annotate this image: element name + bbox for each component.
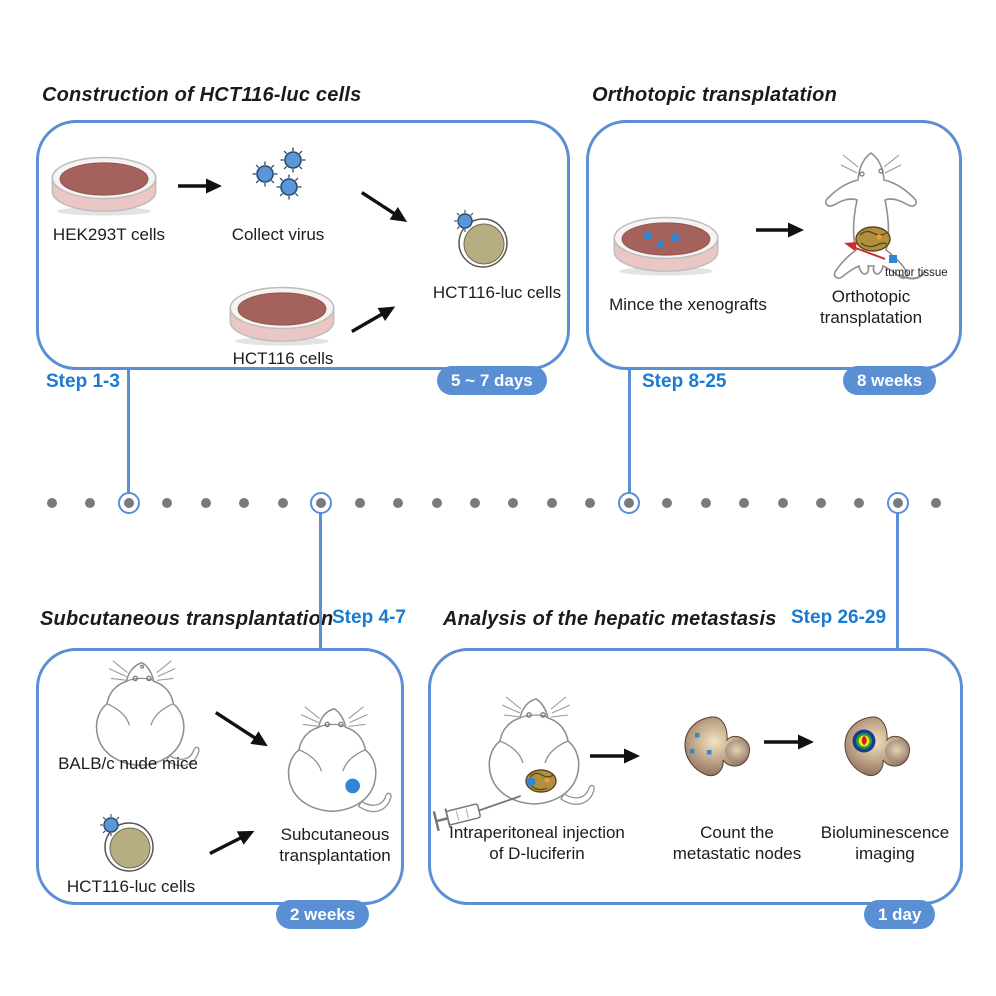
timeline-dot <box>239 498 250 508</box>
arrow-icon <box>177 177 223 195</box>
label-collect-virus: Collect virus <box>231 225 325 244</box>
metastatic-node-icon <box>690 733 712 755</box>
petri-dish-icon <box>229 286 335 346</box>
arrow-icon <box>589 747 641 765</box>
timeline-dot <box>162 498 173 508</box>
timeline-dot <box>546 498 557 508</box>
timeline-milestone-ring <box>310 492 333 514</box>
step-label-1-3: Step 1-3 <box>46 371 120 392</box>
duration-badge-1-day: 1 day <box>864 900 936 929</box>
timeline-dot <box>277 498 288 508</box>
timeline-dot <box>662 498 673 508</box>
timeline-dot <box>585 498 596 508</box>
label-balbc-mice: BALB/c nude mice <box>58 754 198 773</box>
mouse-injection-icon <box>432 696 595 832</box>
timeline-dot <box>931 498 942 508</box>
label-line: Count the <box>700 823 774 842</box>
intestine-icon <box>525 769 557 793</box>
label-line: Subcutaneous <box>280 825 390 844</box>
timeline-milestone-ring <box>886 492 909 514</box>
label-line: transplantation <box>279 845 391 865</box>
cell-icon <box>454 210 508 268</box>
timeline-dot <box>816 498 826 508</box>
connector-line <box>126 370 130 494</box>
step-label-8-25: Step 8-25 <box>642 371 727 392</box>
step-label-26-29: Step 26-29 <box>791 607 887 628</box>
timeline-milestone-ring <box>117 492 140 514</box>
label-line: transplatation <box>819 307 923 327</box>
virus-icon <box>251 146 307 201</box>
label-orthotopic-transplatation: Orthotopic transplatation <box>791 287 951 328</box>
duration-badge-8-weeks: 8 weeks <box>843 366 937 395</box>
timeline-dot <box>739 498 750 508</box>
label-count-nodes: Count the metastatic nodes <box>667 823 807 864</box>
panel-analysis: Intraperitoneal injection of D-luciferin <box>428 648 963 905</box>
intestine-icon <box>855 226 891 252</box>
timeline-dot <box>700 498 711 508</box>
timeline-milestone-ring <box>617 492 640 514</box>
arrow-icon <box>347 298 401 340</box>
step-label-4-7: Step 4-7 <box>332 607 406 628</box>
label-line: of D-luciferin <box>489 843 585 863</box>
label-hct116-luc-cells: HCT116-luc cells <box>66 877 196 896</box>
red-pointer-arrow-icon <box>844 242 886 260</box>
timeline-dot <box>469 498 480 508</box>
timeline-dot <box>393 498 404 508</box>
duration-badge-5-7-days: 5 ~ 7 days <box>437 366 547 395</box>
timeline-dot <box>47 498 57 508</box>
mouse-tumor-icon <box>287 706 392 813</box>
label-line: Orthotopic <box>831 287 911 306</box>
label-hct116: HCT116 cells <box>232 349 334 368</box>
label-mince-xenografts: Mince the xenografts <box>609 295 767 314</box>
label-intraperitoneal-injection: Intraperitoneal injection of D-luciferin <box>433 823 641 864</box>
panel-orthotopic: Mince the xenografts <box>586 120 962 370</box>
timeline-dot <box>354 498 365 508</box>
connector-line <box>627 370 631 494</box>
label-hek293t: HEK293T cells <box>52 225 166 244</box>
mouse-supine-icon <box>825 152 926 280</box>
timeline-dot <box>431 498 442 508</box>
liver-icon <box>684 716 750 777</box>
timeline-dot <box>85 498 96 508</box>
panel-subcutaneous: BALB/c nude mice <box>36 648 404 905</box>
subcutaneous-tumor-dot <box>345 778 360 794</box>
arrow-icon <box>205 822 260 862</box>
label-subcutaneous-transplantation: Subcutaneous transplantation <box>263 825 407 866</box>
petri-dish-icon <box>613 216 719 276</box>
liver-bioluminescence-icon <box>844 716 910 777</box>
label-bioluminescence-imaging: Bioluminescence imaging <box>805 823 965 864</box>
petri-dish-icon <box>51 156 157 216</box>
timeline-dot <box>854 498 865 508</box>
label-line: Bioluminescence <box>820 823 950 842</box>
arrow-icon <box>763 733 815 751</box>
panel-title-subcutaneous: Subcutaneous transplantation <box>40 608 334 630</box>
cell-icon <box>100 814 154 872</box>
syringe-icon <box>432 795 521 832</box>
label-hct116-luc: HCT116-luc cells <box>432 283 562 302</box>
timeline-dot <box>777 498 788 508</box>
panel-title-construction: Construction of HCT116-luc cells <box>42 84 362 106</box>
connector-line <box>895 512 899 648</box>
duration-badge-2-weeks: 2 weeks <box>276 900 370 929</box>
mouse-icon <box>95 660 200 767</box>
panel-title-orthotopic: Orthotopic transplatation <box>592 84 837 106</box>
panel-title-analysis: Analysis of the hepatic metastasis <box>443 608 777 630</box>
timeline-dot <box>200 498 211 508</box>
tumor-swatch-icon <box>889 255 897 263</box>
panel-construction: HEK293T cells Collect virus <box>36 120 570 370</box>
connector-line <box>318 512 322 648</box>
label-line: metastatic nodes <box>672 843 802 863</box>
arrow-icon <box>210 704 273 754</box>
arrow-icon <box>755 221 805 239</box>
bioluminescence-spot-icon <box>852 729 876 753</box>
label-tumor-tissue: tumor tissue <box>885 267 948 279</box>
timeline-dot <box>508 498 519 508</box>
label-line: Intraperitoneal injection <box>449 823 625 842</box>
arrow-icon <box>356 184 413 230</box>
label-line: imaging <box>855 843 915 863</box>
tumor-piece-icon <box>644 232 679 248</box>
